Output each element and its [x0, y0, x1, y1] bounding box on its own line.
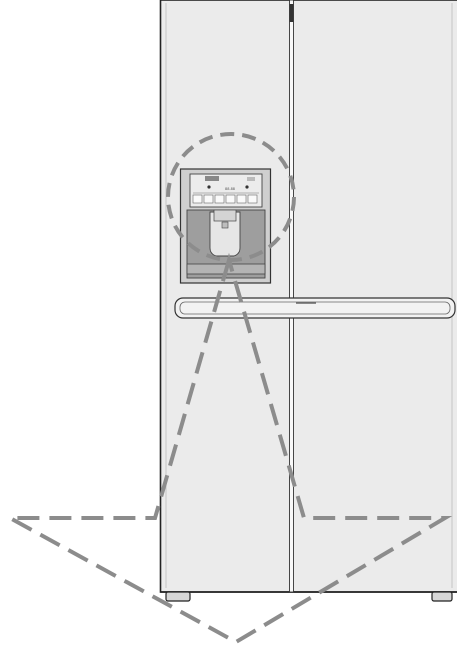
panel-indicator [247, 177, 255, 181]
door-seam [289, 0, 294, 593]
refrigerator [159, 0, 457, 593]
panel-display-digits: 88.88 [225, 187, 235, 191]
paddle-top [213, 209, 237, 222]
dispenser-paddle [209, 211, 241, 257]
panel-dot-right [245, 185, 249, 189]
panel-button [203, 194, 214, 204]
panel-button [236, 194, 247, 204]
refrigerator-cabinet [159, 0, 457, 593]
panel-button [192, 194, 203, 204]
panel-logo [205, 176, 219, 181]
panel-button [214, 194, 225, 204]
panel-button [247, 194, 258, 204]
foot-right [431, 591, 453, 602]
zoom-arrow [9, 252, 453, 645]
foot-left [165, 591, 191, 602]
paddle-nozzle [221, 221, 229, 229]
water-ice-dispenser: 88.88 [179, 168, 272, 284]
door-seam-top-dark [289, 4, 294, 22]
handle-bar-inner [179, 301, 451, 315]
panel-button [225, 194, 236, 204]
leveling-feet [165, 591, 453, 602]
panel-dot-left [207, 185, 211, 189]
panel-buttons [192, 194, 258, 204]
